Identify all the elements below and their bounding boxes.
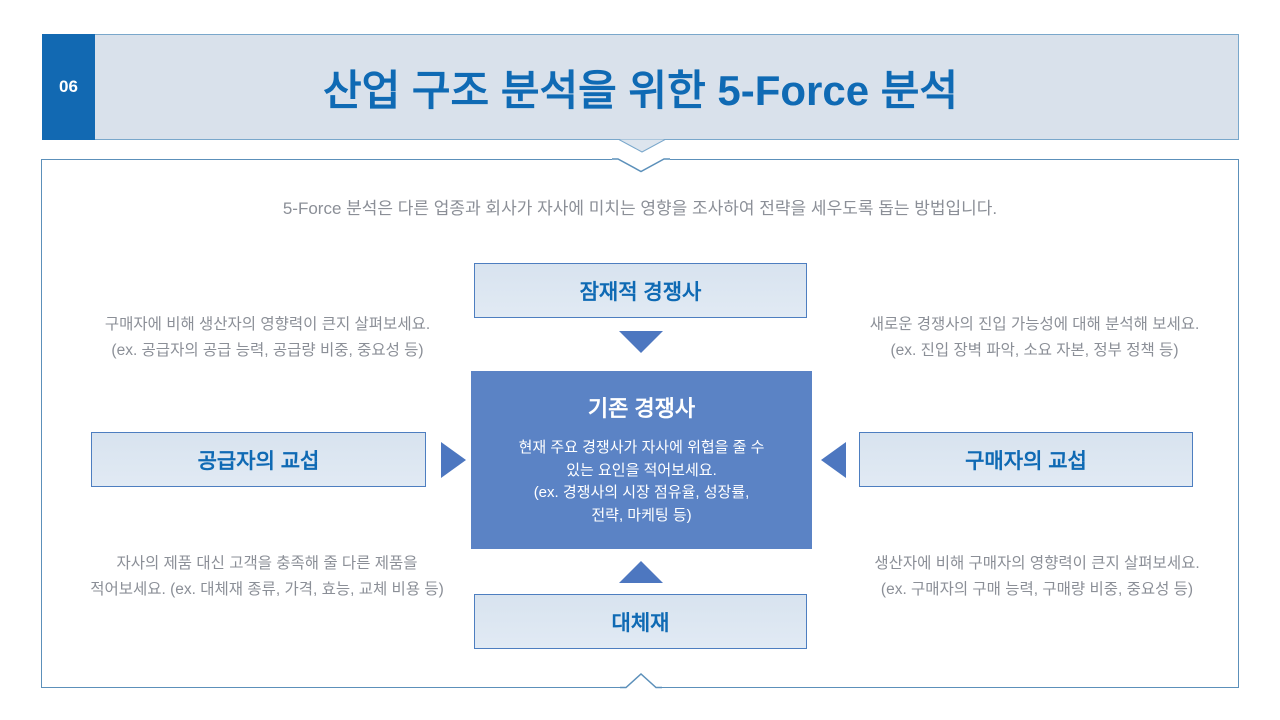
down-arrow-icon [619,331,663,353]
force-box-label: 구매자의 교섭 [965,449,1087,473]
page-number: 06 [59,77,78,96]
force-box-buyer-power: 구매자의 교섭 [859,432,1193,487]
panel-top-notch-icon [612,158,670,174]
rivalry-title: 기존 경쟁사 [587,396,696,421]
right-arrow-icon [441,442,466,478]
force-box-substitutes: 대체재 [474,594,807,649]
force-box-label: 잠재적 경쟁사 [579,280,702,304]
page-number-tab: 06 [42,34,95,140]
note-substitutes: 자사의 제품 대신 고객을 충족해 줄 다른 제품을 적어보세요. (ex. 대… [90,555,444,599]
content-panel: 5-Force 분석은 다른 업종과 회사가 자사에 미치는 영향을 조사하여 … [41,158,1239,689]
force-box-label: 공급자의 교섭 [197,449,320,473]
header-pointer-icon [617,139,667,153]
left-arrow-icon [821,442,846,478]
rivalry-description: 현재 주요 경쟁사가 자사에 위협을 줄 수 있는 요인을 적어보세요. (ex… [518,439,765,524]
note-entrants: 새로운 경쟁사의 진입 가능성에 대해 분석해 보세요. (ex. 진입 장벽 … [869,316,1200,360]
panel-bottom-notch-icon [620,672,662,689]
up-arrow-icon [619,561,663,583]
note-buyer: 생산자에 비해 구매자의 영향력이 큰지 살펴보세요. (ex. 구매자의 구매… [874,555,1200,599]
note-supplier: 구매자에 비해 생산자의 영향력이 큰지 살펴보세요. (ex. 공급자의 공급… [104,316,431,360]
slide-subtitle: 5-Force 분석은 다른 업종과 회사가 자사에 미치는 영향을 조사하여 … [282,199,998,218]
force-box-supplier-power: 공급자의 교섭 [91,432,426,487]
slide-title: 산업 구조 분석을 위한 5-Force 분석 [322,66,959,114]
title-bar: 06 산업 구조 분석을 위한 5-Force 분석 [42,34,1239,153]
force-box-label: 대체재 [611,611,670,635]
force-box-rivalry: 기존 경쟁사 현재 주요 경쟁사가 자사에 위협을 줄 수 있는 요인을 적어보… [471,371,812,549]
force-box-potential-entrants: 잠재적 경쟁사 [474,263,807,318]
